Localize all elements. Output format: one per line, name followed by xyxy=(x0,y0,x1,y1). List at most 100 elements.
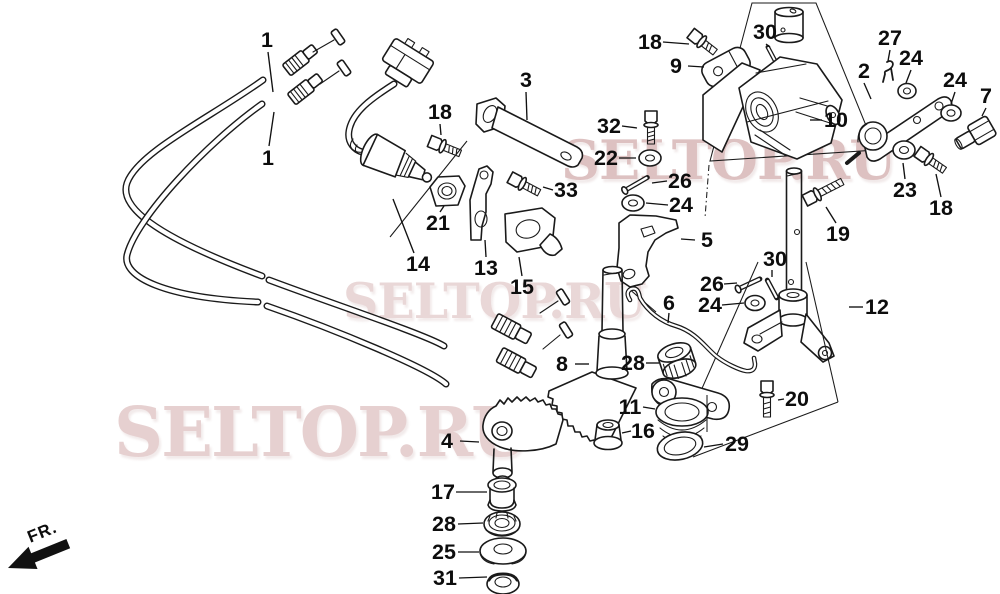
leader-line-14 xyxy=(392,198,415,254)
part-label-29: 29 xyxy=(725,432,749,456)
front-direction-marker: FR. xyxy=(8,518,71,570)
leader-line-20 xyxy=(777,398,785,401)
part-label-10: 10 xyxy=(824,108,848,132)
part-label-24: 24 xyxy=(698,293,722,317)
part-label-1: 1 xyxy=(261,28,273,52)
watermark-text: SELTOP.RU xyxy=(343,272,647,330)
leader-line-32 xyxy=(621,125,638,129)
part-label-20: 20 xyxy=(785,387,809,411)
washer-24b xyxy=(940,104,962,122)
part-label-21: 21 xyxy=(426,211,450,235)
leader-line-24 xyxy=(645,202,669,206)
part-label-7: 7 xyxy=(980,84,992,108)
flange-bolt-18c xyxy=(913,145,948,174)
part-label-33: 33 xyxy=(554,178,578,202)
part-label-30: 30 xyxy=(763,247,787,271)
part-label-13: 13 xyxy=(474,256,498,280)
part-label-3: 3 xyxy=(520,68,532,92)
leader-line-31 xyxy=(458,576,488,579)
leader-line-26 xyxy=(651,180,668,184)
part-label-4: 4 xyxy=(441,429,453,453)
washer-31 xyxy=(486,572,520,594)
pivot-shaft-rod xyxy=(785,167,803,302)
cotter-pin-27 xyxy=(882,60,894,83)
leader-line-9 xyxy=(687,65,705,68)
part-label-5: 5 xyxy=(701,228,713,252)
part-label-18: 18 xyxy=(428,100,452,124)
leader-line-30 xyxy=(765,43,771,48)
bracket-15 xyxy=(504,207,563,257)
ignition-coil-assembly-10 xyxy=(702,56,843,160)
leader-line-27 xyxy=(887,49,891,62)
part-label-28: 28 xyxy=(432,512,456,536)
part-label-31: 31 xyxy=(433,566,457,590)
part-label-32: 32 xyxy=(597,114,621,138)
watermark-text: SELTOP.RU xyxy=(114,393,530,473)
leader-line-11 xyxy=(642,406,656,410)
leader-line-18 xyxy=(662,41,690,45)
part-label-19: 19 xyxy=(826,222,850,246)
part-label-11: 11 xyxy=(619,395,642,419)
spring-pin-30b xyxy=(764,277,780,301)
part-label-27: 27 xyxy=(878,26,902,50)
leader-line-13 xyxy=(484,239,487,258)
throttle-cable-2 xyxy=(123,59,574,388)
part-label-9: 9 xyxy=(670,54,682,78)
part-label-18: 18 xyxy=(929,196,953,220)
washer-24c xyxy=(621,194,645,212)
stop-switch-assembly xyxy=(345,37,468,238)
washer-22 xyxy=(638,149,662,167)
leader-line-24 xyxy=(950,91,956,105)
part-label-14: 14 xyxy=(406,252,430,276)
part-label-18: 18 xyxy=(638,30,662,54)
o-ring-29 xyxy=(656,431,704,461)
hex-nut-21 xyxy=(429,175,466,207)
leader-line-1 xyxy=(267,51,274,93)
part-label-16: 16 xyxy=(631,419,655,443)
flange-bolt-33 xyxy=(506,171,542,197)
part-label-24: 24 xyxy=(899,46,923,70)
part-label-22: 22 xyxy=(594,146,618,170)
part-label-28: 28 xyxy=(621,351,645,375)
pivot-bolt-7 xyxy=(954,115,997,150)
throttle-cable-1 xyxy=(122,28,571,350)
solenoid-cylinder xyxy=(774,6,804,44)
part-label-26: 26 xyxy=(700,272,724,296)
leader-line-16 xyxy=(621,430,632,434)
bushing-17 xyxy=(487,477,517,512)
bracket-strap-3 xyxy=(475,97,584,168)
leader-line-24 xyxy=(905,69,912,84)
part-label-24: 24 xyxy=(943,68,967,92)
part-label-8: 8 xyxy=(556,352,568,376)
part-label-23: 23 xyxy=(893,178,917,202)
link-rod-6 xyxy=(625,286,758,374)
part-label-2: 2 xyxy=(858,59,870,83)
seal-28b xyxy=(483,511,521,537)
leader-line-4 xyxy=(459,440,480,443)
leader-line-33 xyxy=(542,186,554,191)
washer-25 xyxy=(479,537,527,565)
dowel-pin-26a xyxy=(620,175,650,195)
leader-line-5 xyxy=(680,238,696,241)
bracket-13 xyxy=(469,165,494,241)
washer-23 xyxy=(892,140,916,160)
part-label-6: 6 xyxy=(663,291,675,315)
front-marker-label: FR. xyxy=(25,518,60,547)
flange-bolt-18b xyxy=(426,134,463,158)
leader-line-29 xyxy=(703,443,724,448)
part-label-30: 30 xyxy=(753,20,777,44)
leader-line-21 xyxy=(439,205,445,213)
leader-line-7 xyxy=(981,107,987,117)
leader-line-28 xyxy=(457,522,484,525)
leader-line-26 xyxy=(723,282,738,285)
part-label-1: 1 xyxy=(262,146,274,170)
leader-line-6 xyxy=(667,312,670,324)
flange-bolt-19 xyxy=(801,177,845,207)
flange-bolt-18a xyxy=(686,27,718,56)
part-label-12: 12 xyxy=(865,295,889,319)
part-label-24: 24 xyxy=(669,193,693,217)
sector-gear-4 xyxy=(482,396,564,485)
flange-bolt-20 xyxy=(759,380,775,418)
